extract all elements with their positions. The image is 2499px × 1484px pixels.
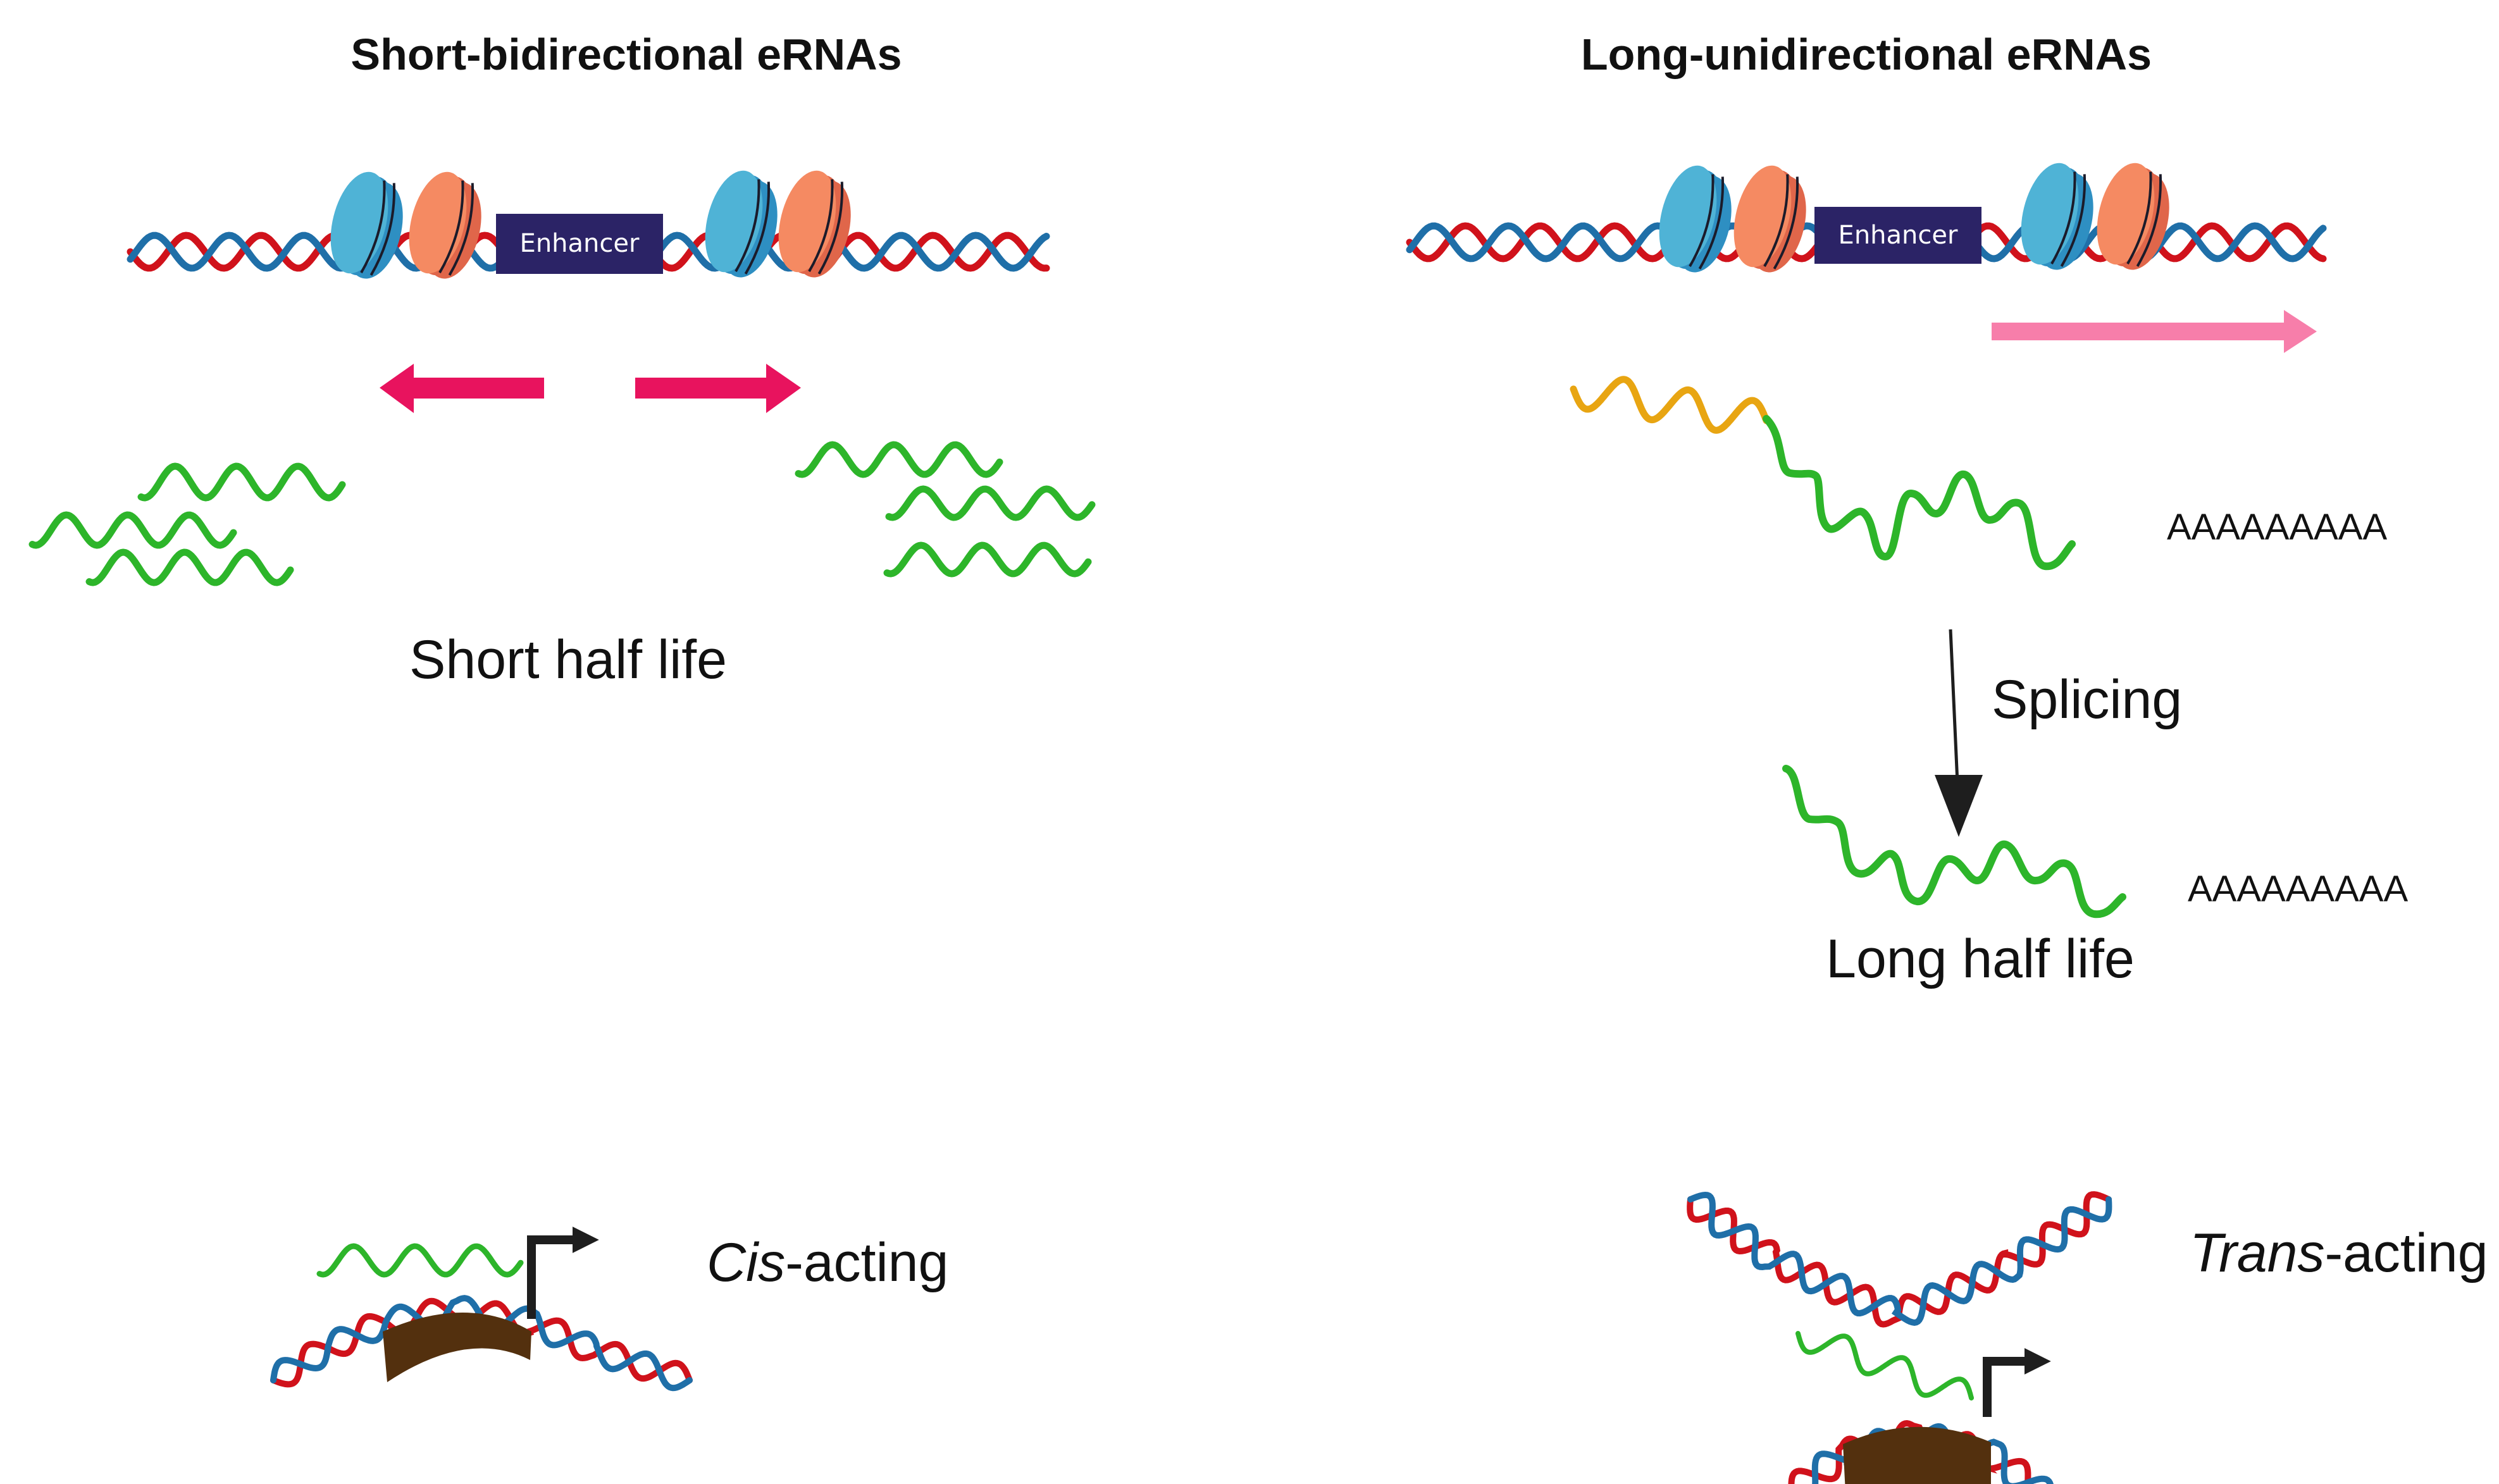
- promoter-arrow-icon: [527, 1227, 599, 1319]
- long-erna-primary-transcript: AAAAAAAAA: [1570, 376, 2387, 571]
- spliced-long-erna: AAAAAAAAA: [1782, 765, 2408, 918]
- short-erna: [883, 541, 1092, 578]
- right-panel-title: Long-unidirectional eRNAs: [1581, 30, 2152, 79]
- trans-protein-complex: [1843, 1426, 1991, 1484]
- long-half-life-label: Long half life: [1826, 929, 2135, 989]
- trans-rest-part: -acting: [2324, 1223, 2488, 1283]
- trans-distal-dna: [1687, 1191, 2112, 1328]
- trans-acting-label: Trans-acting: [2190, 1223, 2488, 1283]
- transcription-arrow-left-icon: [380, 364, 544, 413]
- enhancer-box: [1814, 207, 1981, 264]
- short-half-life-label: Short half life: [409, 629, 727, 690]
- cis-italic-part: Cis: [707, 1232, 785, 1293]
- enhancer-box: [496, 214, 663, 274]
- right-panel-long-unidirectional: Long-unidirectional eRNAs Enhancer AAAAA…: [1406, 30, 2488, 1484]
- left-nucleosomes: [330, 170, 851, 279]
- nucleosome-icon: [409, 171, 481, 279]
- short-ernas-left-cluster: [28, 462, 346, 586]
- short-erna: [795, 441, 1003, 478]
- cis-protein-complex: [383, 1313, 531, 1382]
- trans-acting-illustration: [1687, 1191, 2112, 1484]
- splicing-step: Splicing: [1935, 629, 2182, 837]
- right-enhancer: Enhancer: [1814, 207, 1981, 264]
- left-panel-short-bidirectional: Short-bidirectional eRNAs Enhancer Short…: [28, 30, 1096, 1392]
- short-erna: [28, 511, 237, 549]
- nucleosome-icon: [778, 170, 851, 278]
- cis-acting-illustration: [270, 1227, 693, 1392]
- right-nucleosomes: [1659, 163, 2169, 273]
- short-ernas-right-cluster: [795, 441, 1096, 578]
- splicing-arrow-head-icon: [1935, 775, 1983, 837]
- nucleosome-icon: [2021, 163, 2093, 270]
- transcription-arrow-right-icon: [635, 364, 801, 413]
- short-erna: [885, 485, 1096, 521]
- intron-exon-segment: [1763, 415, 2076, 571]
- nucleosome-icon: [1659, 165, 1732, 273]
- left-panel-title: Short-bidirectional eRNAs: [350, 30, 902, 79]
- polya-tail-primary: AAAAAAAAA: [2167, 507, 2387, 548]
- trans-italic-part: Trans: [2190, 1223, 2324, 1283]
- left-enhancer: Enhancer: [496, 214, 663, 274]
- nucleosome-icon: [1733, 165, 1806, 273]
- short-erna: [137, 462, 346, 502]
- splicing-label: Splicing: [1992, 669, 2182, 730]
- promoter-arrow-icon: [1983, 1348, 2051, 1417]
- trans-erna: [1795, 1331, 1974, 1401]
- nucleosome-icon: [705, 170, 778, 278]
- exon-segment: [1570, 376, 1770, 434]
- spliced-transcript: [1782, 765, 2126, 918]
- dna-strand-blue: [1687, 1191, 2112, 1326]
- short-erna: [85, 548, 294, 586]
- enhancer-label: Enhancer: [1839, 221, 1958, 250]
- cis-erna: [316, 1243, 524, 1278]
- splicing-arrow-shaft: [1949, 629, 1960, 798]
- enhancer-label: Enhancer: [520, 229, 640, 258]
- dna-strand-blue: [270, 1295, 693, 1392]
- nucleosome-icon: [2097, 163, 2169, 270]
- cis-acting-label: Cis-acting: [707, 1232, 948, 1293]
- cis-rest-part: -acting: [785, 1232, 948, 1293]
- unidirectional-transcription-arrow-icon: [1992, 310, 2317, 353]
- polya-tail-spliced: AAAAAAAAA: [2188, 869, 2408, 910]
- cis-dna-arch: [270, 1295, 693, 1392]
- nucleosome-icon: [330, 171, 403, 279]
- bidirectional-arrows: [380, 364, 801, 413]
